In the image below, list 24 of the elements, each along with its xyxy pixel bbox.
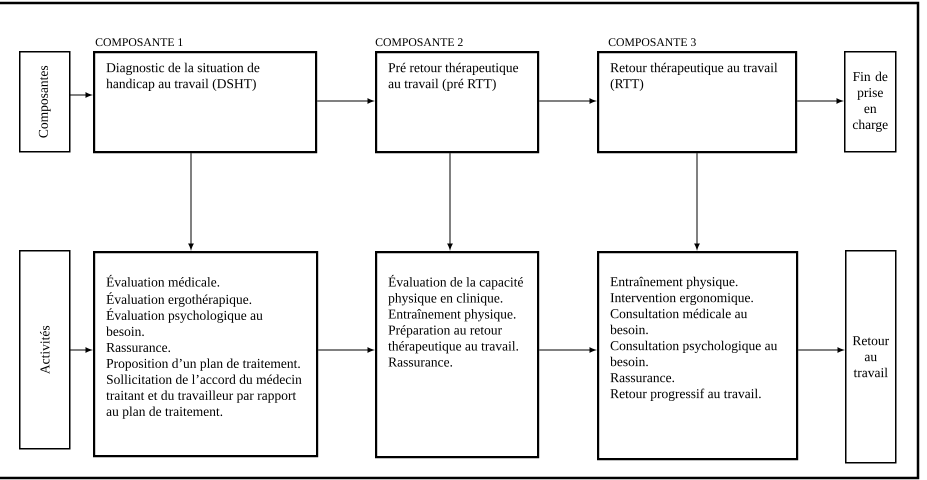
arrow — [70, 92, 92, 98]
arrow — [538, 347, 596, 353]
arrow — [70, 347, 92, 353]
label-box: Composantes — [19, 51, 70, 152]
arrow — [447, 152, 453, 250]
process-box: Diagnostic de la situation de handicap au travail (DSHT) — [93, 51, 318, 154]
arrow — [798, 347, 844, 353]
arrow — [796, 98, 843, 104]
process-box: Retour thérapeutique au travail (RTT) — [597, 51, 798, 154]
activity-box: Évaluation de la capacité physique en clinique. Entraînement physique. Préparation au retour thérapeutique au travail. Rassurance. — [375, 251, 540, 458]
arrow — [188, 152, 194, 250]
end-box: Retour au travail — [845, 250, 896, 464]
end-box: Fin de prise en charge — [844, 51, 896, 152]
arrow — [538, 98, 596, 104]
arrow — [318, 347, 374, 353]
arrow — [316, 98, 374, 104]
arrow — [694, 152, 700, 250]
heading: COMPOSANTE 2 — [376, 38, 463, 46]
activity-box: Évaluation médicale. Évaluation ergothérapique. Évaluation psychologique au besoin. Rassurance. Proposition d’un plan de traitement. Sollicitation de l’accord du médecin traitant et du travailleur par rapport au plan de traitement. — [93, 251, 318, 458]
heading: COMPOSANTE 3 — [608, 38, 696, 46]
heading: COMPOSANTE 1 — [96, 38, 183, 46]
label-box: Activités — [19, 250, 70, 450]
activity-box: Entraînement physique. Intervention ergonomique. Consultation médicale au besoin. Consultation psychologique au besoin. Rassurance. Retour progressif au travail. — [597, 251, 798, 460]
process-box: Pré retour thérapeutique au travail (pré RTT) — [375, 51, 540, 154]
